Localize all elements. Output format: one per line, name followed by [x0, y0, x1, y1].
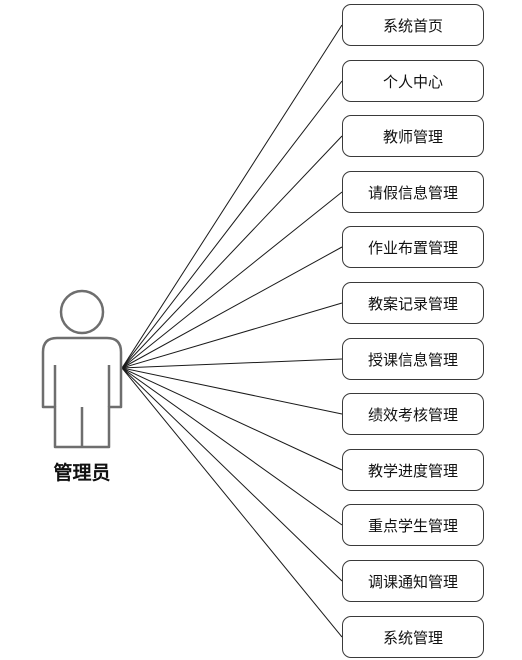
person-actor-icon	[41, 289, 123, 449]
use-case-personal-center[interactable]: 个人中心	[342, 60, 484, 102]
use-case-leave-info-management[interactable]: 请假信息管理	[342, 171, 484, 213]
association-line-lesson-plan-record-management	[121, 302, 343, 369]
association-line-personal-center	[121, 80, 343, 369]
association-line-teaching-progress-management	[121, 367, 343, 471]
association-line-teaching-info-management	[121, 358, 343, 369]
association-line-performance-assessment-management	[121, 367, 343, 415]
actor-label: 管理员	[53, 462, 111, 484]
use-case-system-home[interactable]: 系统首页	[342, 4, 484, 46]
use-case-system-management[interactable]: 系统管理	[342, 616, 484, 658]
use-case-class-adjustment-notice-management[interactable]: 调课通知管理	[342, 560, 484, 602]
use-case-homework-assignment-management[interactable]: 作业布置管理	[342, 226, 484, 268]
use-case-teaching-progress-management[interactable]: 教学进度管理	[342, 449, 484, 491]
use-case-key-student-management[interactable]: 重点学生管理	[342, 504, 484, 546]
association-line-system-management	[121, 367, 343, 638]
association-line-teacher-management	[121, 135, 343, 369]
association-line-leave-info-management	[121, 191, 343, 369]
association-line-key-student-management	[121, 367, 343, 526]
use-case-performance-assessment-management[interactable]: 绩效考核管理	[342, 393, 484, 435]
association-lines	[121, 24, 343, 638]
association-line-class-adjustment-notice-management	[121, 367, 343, 582]
use-case-teaching-info-management[interactable]: 授课信息管理	[342, 338, 484, 380]
association-line-homework-assignment-management	[121, 246, 343, 369]
use-case-lesson-plan-record-management[interactable]: 教案记录管理	[342, 282, 484, 324]
association-line-system-home	[121, 24, 343, 369]
use-case-teacher-management[interactable]: 教师管理	[342, 115, 484, 157]
